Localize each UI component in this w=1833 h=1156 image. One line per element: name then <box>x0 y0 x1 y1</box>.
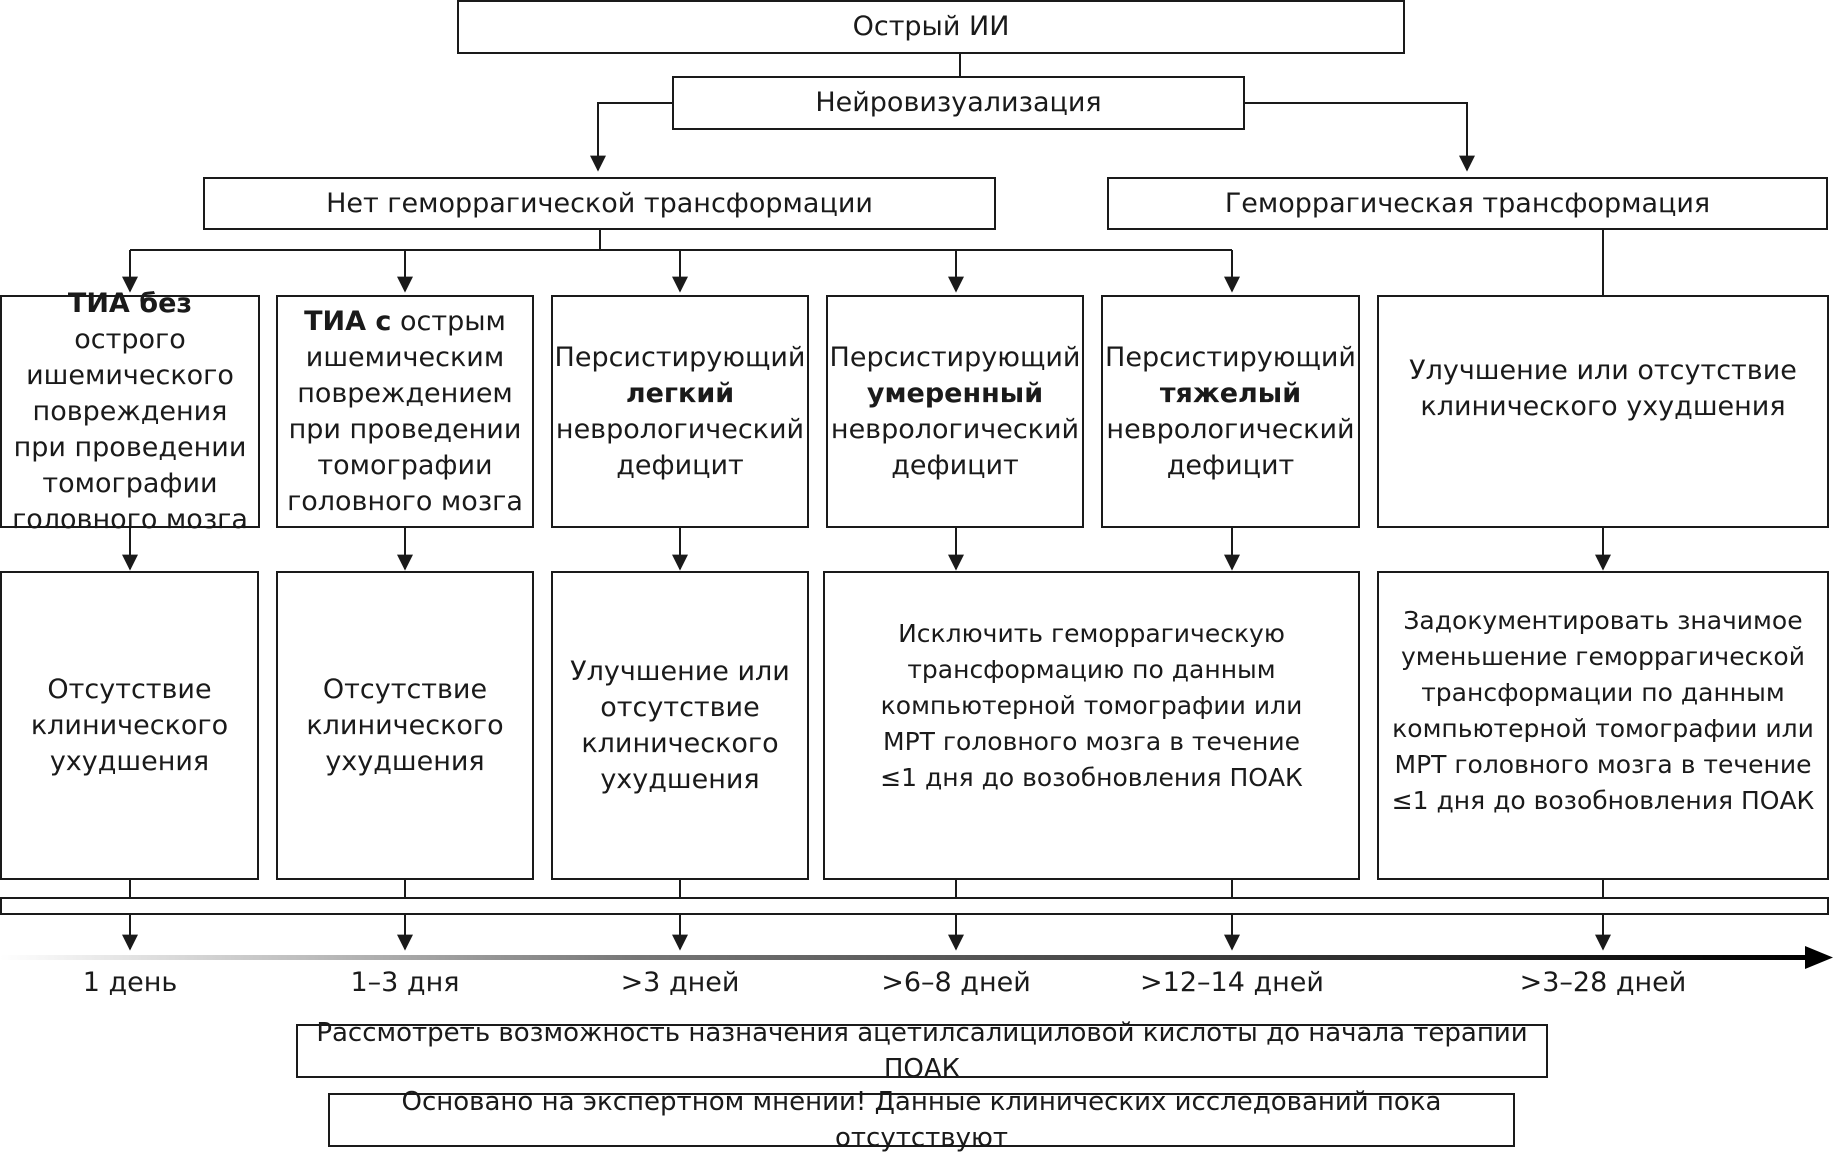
timeline-label-3: >3 дней <box>620 967 740 998</box>
imaging-label: Нейровизуализация <box>815 87 1102 118</box>
severity-2-bold: ТИА с <box>304 305 392 337</box>
branch-no-ht-label: Нет геморрагической трансформации <box>326 187 873 219</box>
severity-3-post: неврологический дефицит <box>555 413 805 481</box>
severity-box-2: ТИА с острым ишемическим повреждением пр… <box>276 295 534 528</box>
outcome-box-2: Отсутствие клинического ухудшения <box>276 571 534 880</box>
severity-1-bold: ТИА без <box>67 287 193 319</box>
severity-4-pre: Персистирующий <box>829 341 1081 373</box>
outcome-box-5: Задокументировать значимое уменьшение ге… <box>1377 571 1829 880</box>
outcome-1-label: Отсутствие клинического ухудшения <box>30 673 229 777</box>
branch-ht: Геморрагическая трансформация <box>1107 177 1828 230</box>
severity-box-5: Персистирующий тяжелый неврологический д… <box>1101 295 1360 528</box>
timeline-label-5: >12–14 дней <box>1140 967 1324 998</box>
severity-5-pre: Персистирующий <box>1105 341 1356 373</box>
severity-4-bold: умеренный <box>866 377 1044 409</box>
ht-status-label: Улучшение или отсутствие клинического ух… <box>1409 354 1797 422</box>
branch-no-ht: Нет геморрагической трансформации <box>203 177 996 230</box>
timeline-axis <box>0 955 1808 960</box>
branch-ht-label: Геморрагическая трансформация <box>1224 187 1711 219</box>
severity-4-post: неврологический дефицит <box>830 413 1080 481</box>
imaging-box: Нейровизуализация <box>672 76 1245 130</box>
timeline-label-6: >3–28 дней <box>1519 967 1687 998</box>
severity-5-bold: тяжелый <box>1159 377 1302 409</box>
note-evidence-label: Основано на экспертном мнении! Данные кл… <box>401 1087 1442 1153</box>
note-evidence: Основано на экспертном мнении! Данные кл… <box>328 1087 1515 1153</box>
note-aspirin-label: Рассмотреть возможность назначения ацети… <box>316 1018 1528 1084</box>
outcome-3-label: Улучшение или отсутствие клинического ух… <box>570 655 790 795</box>
timeline-bar <box>0 897 1829 915</box>
severity-3-bold: легкий <box>625 377 735 409</box>
root-label: Острый ИИ <box>852 11 1010 42</box>
timeline-label-2: 1–3 дня <box>350 967 460 998</box>
outcome-5-label: Задокументировать значимое уменьшение ге… <box>1391 605 1815 815</box>
outcome-box-3: Улучшение или отсутствие клинического ух… <box>551 571 809 880</box>
root-box: Острый ИИ <box>457 0 1405 54</box>
outcome-4-label: Исключить геморрагическую трансформацию … <box>880 618 1303 792</box>
outcome-2-label: Отсутствие клинического ухудшения <box>306 673 504 777</box>
outcome-box-4: Исключить геморрагическую трансформацию … <box>823 571 1360 880</box>
severity-3-pre: Персистирующий <box>554 341 806 373</box>
outcome-box-1: Отсутствие клинического ухудшения <box>0 571 259 880</box>
timeline-label-4: >6–8 дней <box>881 967 1031 998</box>
severity-5-post: неврологический дефицит <box>1106 413 1355 481</box>
ht-status-box: Улучшение или отсутствие клинического ух… <box>1377 295 1829 528</box>
severity-box-4: Персистирующий умеренный неврологический… <box>826 295 1084 528</box>
timeline-label-1: 1 день <box>82 967 178 998</box>
severity-2-text: острым ишемическим повреждением при пров… <box>287 305 523 517</box>
severity-1-text: острого ишемического повреждения при про… <box>12 323 248 535</box>
severity-box-1: ТИА без острого ишемического повреждения… <box>0 288 260 535</box>
severity-box-3: Персистирующий легкий неврологический де… <box>551 295 809 528</box>
note-aspirin: Рассмотреть возможность назначения ацети… <box>296 1018 1548 1084</box>
